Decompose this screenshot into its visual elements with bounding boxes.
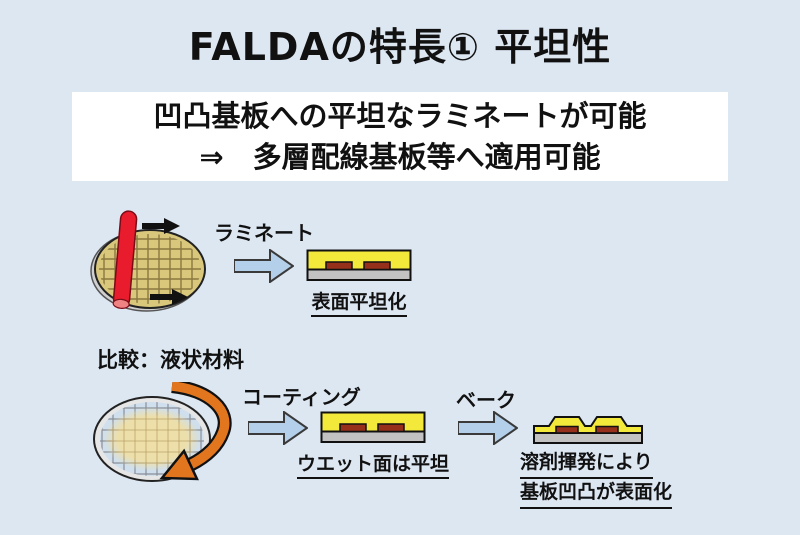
substrate-layer (320, 430, 426, 443)
cross-section-baked-bumpy (533, 416, 643, 444)
comparison-section-label: 比較：液状材料 (97, 348, 244, 372)
film-layer (306, 249, 412, 271)
coating-faint-grid (108, 412, 196, 466)
headline-line1: 凹凸基板への平坦なラミネートが可能 (153, 98, 647, 133)
laminate-arrow-icon (234, 249, 294, 283)
roller-motion-arrow-top (142, 218, 180, 234)
wiring-pad (339, 423, 367, 433)
wiring-pad (555, 425, 579, 434)
cross-section-wet-flat (320, 411, 426, 443)
wiring-pad (363, 261, 391, 271)
wiring-pad (595, 425, 619, 434)
spin-rotation-arrow (159, 382, 232, 481)
bake-arrow-icon (458, 411, 518, 445)
wiring-pad (377, 423, 405, 433)
wet-result-label: ウエット面は平坦 (288, 449, 458, 479)
substrate-layer (306, 268, 412, 281)
cross-section-laminated-flat (306, 249, 412, 281)
headline-box: 凹凸基板への平坦なラミネートが可能 ⇒ 多層配線基板等へ適用可能 (72, 92, 728, 181)
film-layer-conformal (533, 416, 643, 434)
bake-result-label: 溶剤揮発により 基板凹凸が表面化 (520, 449, 673, 509)
page-title: FALDAの特長① 平坦性 (188, 25, 612, 69)
wafer-roller-illustration (90, 210, 206, 312)
bake-result-line2: 基板凹凸が表面化 (520, 479, 673, 509)
roller-motion-arrow-bottom (150, 289, 188, 305)
laminate-result-label: 表面平坦化 (299, 287, 419, 317)
laminate-label: ラミネート (214, 221, 314, 245)
coating-label: コーティング (242, 385, 361, 409)
coating-arrow-icon (248, 411, 308, 445)
wiring-pad (325, 261, 353, 271)
spin-coating-wafer-illustration (93, 382, 232, 482)
bake-label: ベーク (456, 388, 516, 412)
bake-result-line1: 溶剤揮発により (520, 449, 653, 479)
liquid-coating-blob (103, 407, 201, 471)
substrate-layer (533, 432, 643, 444)
headline-line2: ⇒ 多層配線基板等へ適用可能 (199, 139, 601, 174)
roller-icon (112, 210, 138, 309)
wafer-grid (99, 234, 201, 304)
film-layer (320, 411, 426, 433)
